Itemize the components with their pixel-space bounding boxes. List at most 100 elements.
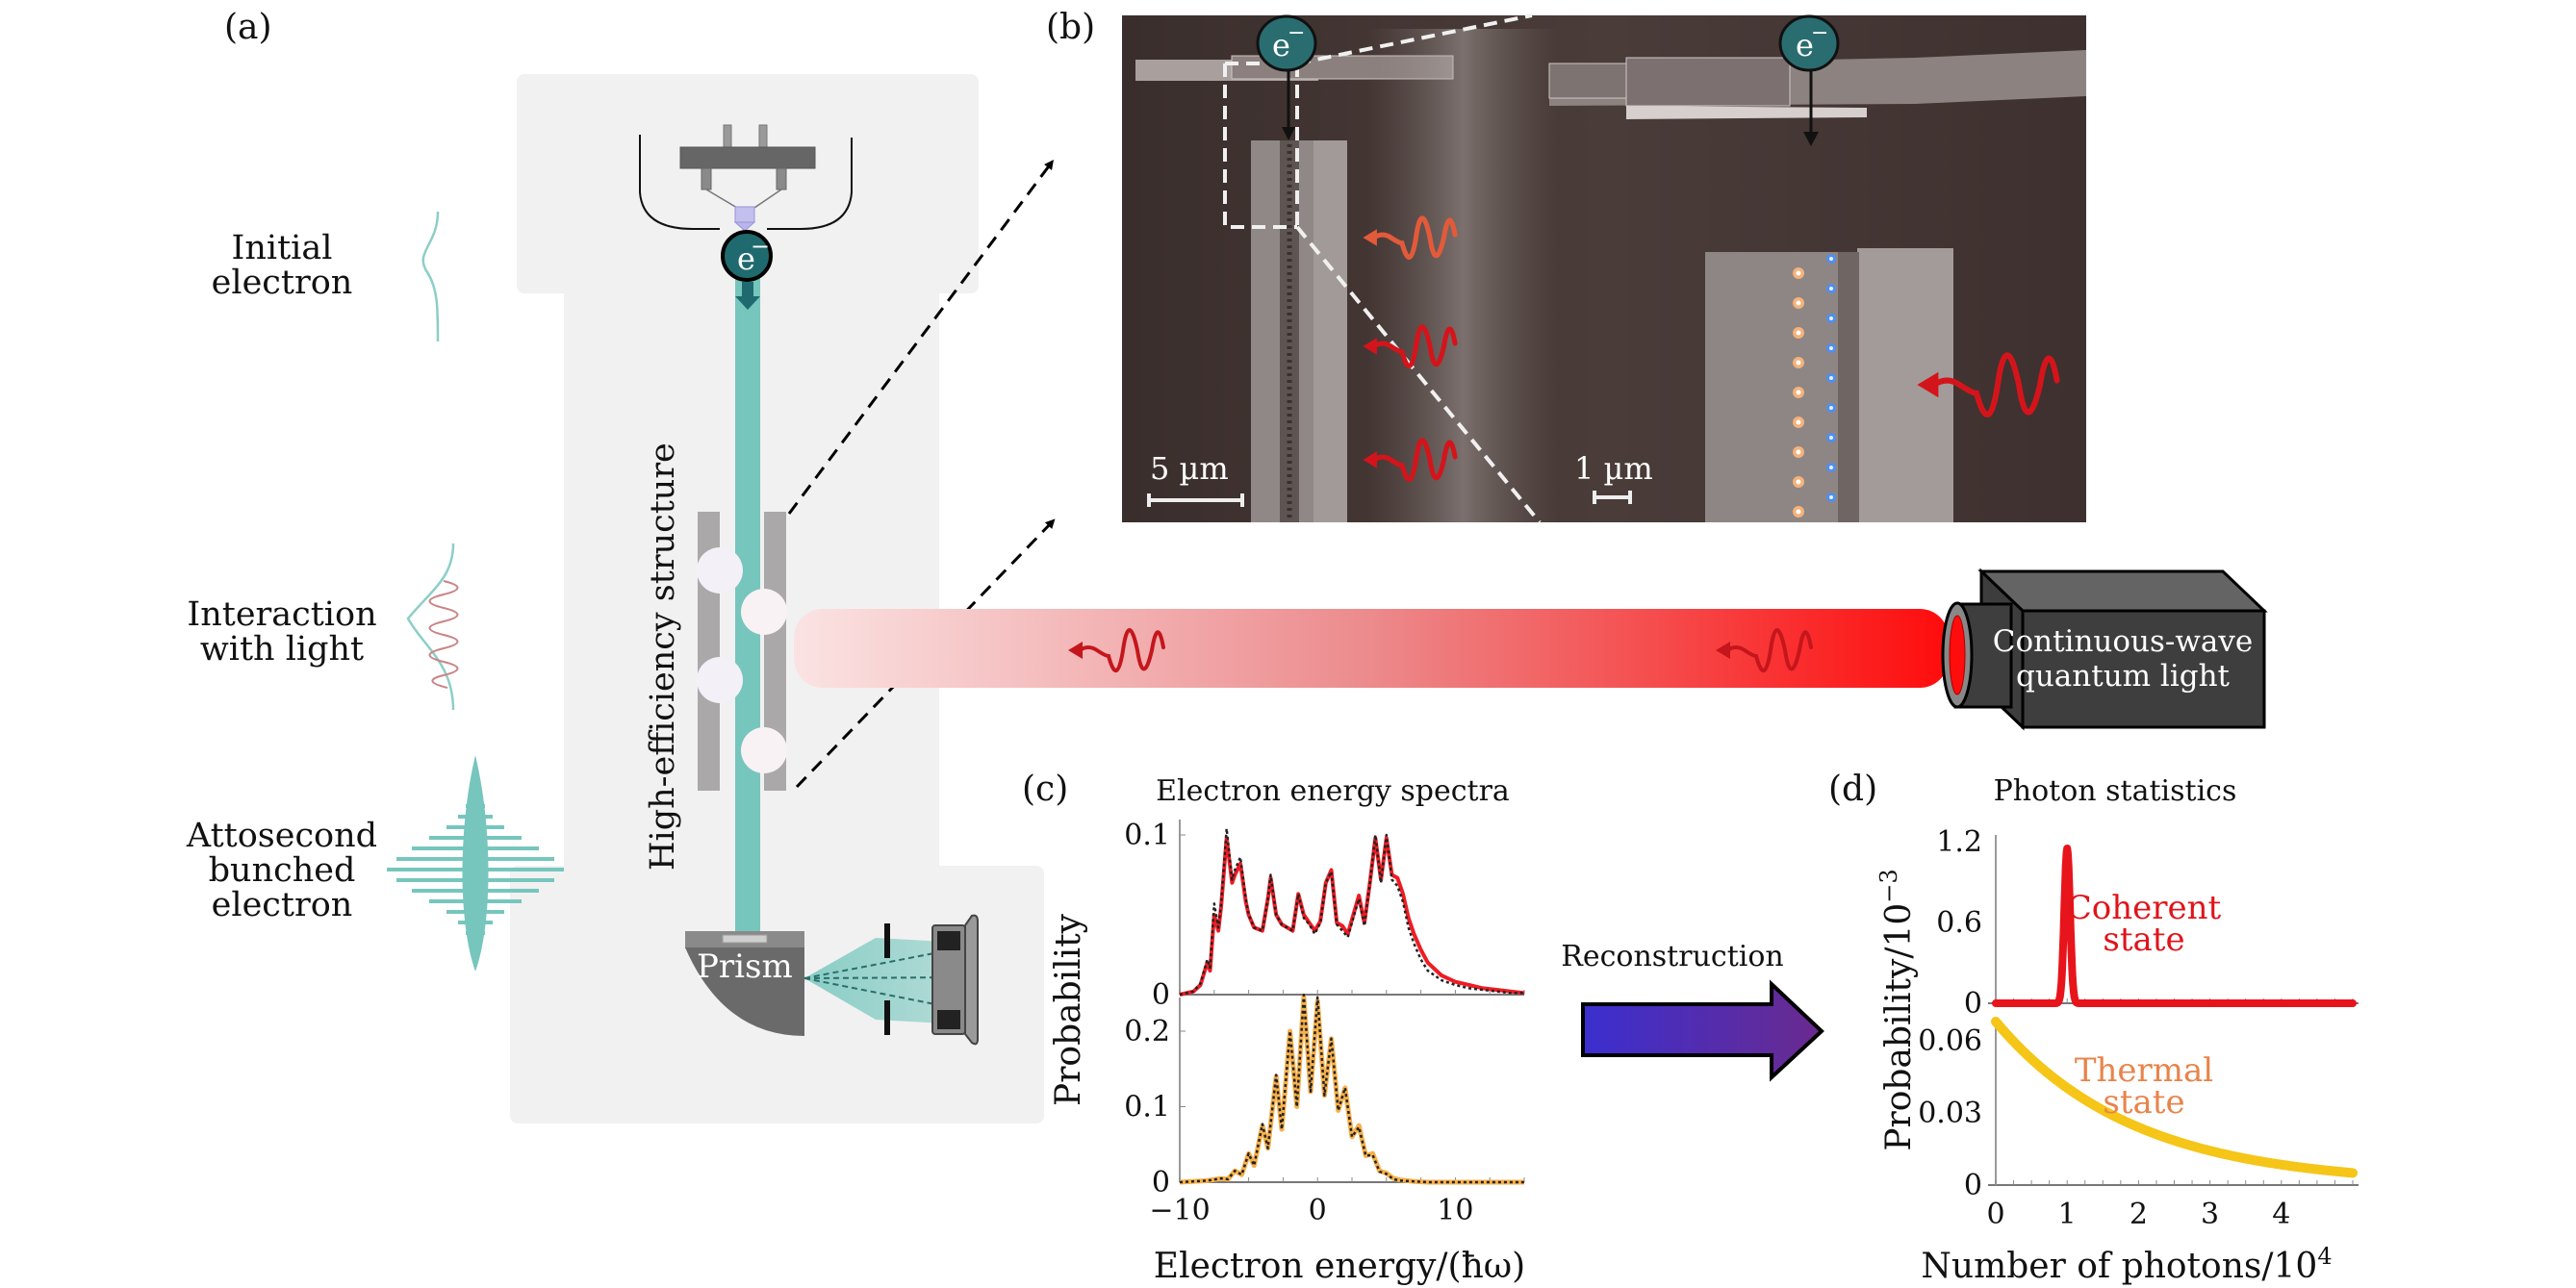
detector	[931, 914, 979, 1046]
svg-text:with light: with light	[200, 630, 364, 669]
sem-wave-icon-head	[1363, 338, 1377, 355]
beam-photon-wave-icons	[1068, 628, 1813, 672]
high-efficiency-structure	[697, 512, 787, 791]
stage-initial-electron: Initial electron	[212, 211, 440, 342]
stage-interaction-with-light: Interaction with light	[187, 543, 459, 711]
subplot-coherent-spectrum: 00.1	[1124, 819, 1525, 1012]
modulated-wavepacket-icon	[406, 543, 455, 711]
orange-dot-core	[1796, 330, 1801, 336]
sem-electron-left: e −	[1256, 14, 1317, 140]
sem-wave-icon-head	[1363, 229, 1377, 246]
orange-dot-core	[1796, 479, 1801, 485]
x-tick-label: −10	[1149, 1194, 1210, 1227]
svg-text:5 µm: 5 µm	[1150, 450, 1229, 487]
chart-c-title: Electron energy spectra	[1156, 774, 1510, 808]
blue-dot-core	[1829, 466, 1833, 469]
x-tick-label: 2	[2130, 1198, 2148, 1231]
coherent-state-label: Coherent	[2067, 889, 2222, 927]
scale-bar-5um: 5 µm	[1147, 450, 1244, 507]
y-tick-label: 0.1	[1124, 819, 1170, 852]
sem-wave-icon-head	[1363, 451, 1377, 468]
series-coherent	[1992, 845, 2357, 1007]
electron-beam	[735, 233, 760, 945]
subplot-coherent-state: 0 0.6 1.2	[1936, 825, 2359, 1021]
svg-text:Number of photons/104: Number of photons/104	[1921, 1243, 2332, 1286]
sem-wave-icon	[1371, 215, 1458, 260]
y-tick-label: 0.03	[1918, 1097, 1982, 1130]
electron-source-marker: e −	[721, 230, 773, 282]
prism	[685, 931, 804, 1036]
panel-a-label: (a)	[224, 8, 272, 47]
gaussian-wavepacket-icon	[421, 211, 440, 342]
blue-dot-core	[1829, 287, 1833, 290]
chart-d-xlabel: Number of photons/104	[1921, 1243, 2332, 1286]
reconstruction-arrow-icon	[1581, 979, 1824, 1082]
source-label-line1: Continuous-wave	[1993, 624, 2254, 659]
chart-d-title: Photon statistics	[1994, 774, 2237, 808]
blue-dot-core	[1829, 346, 1833, 350]
series-measured	[1179, 995, 1524, 1185]
panel-d-label: (d)	[1828, 770, 1877, 809]
svg-text:Attosecond: Attosecond	[186, 817, 377, 855]
subplot-thermal-spectrum: 00.10.2	[1124, 994, 1525, 1200]
svg-text:−: −	[751, 233, 770, 260]
orange-dot-core	[1796, 360, 1801, 366]
svg-text:electron: electron	[212, 264, 353, 302]
x-tick-label: 3	[2201, 1198, 2219, 1231]
prism-label: Prism	[697, 947, 793, 986]
series-measured	[1179, 836, 1525, 997]
blue-dot-core	[1829, 316, 1833, 320]
photon-wave-icon	[1078, 628, 1165, 672]
source-label-line2: quantum light	[2016, 659, 2231, 694]
sem-electron-right: e −	[1778, 14, 1840, 146]
x-tick-label: 10	[1437, 1194, 1473, 1227]
orange-dot-core	[1796, 449, 1801, 455]
blue-dot-core	[1829, 406, 1833, 410]
chart-c-xlabel: Electron energy/(ħω)	[1154, 1247, 1525, 1286]
x-tick-label: 0	[1986, 1198, 2004, 1231]
reconstruction-label: Reconstruction	[1561, 940, 1783, 973]
zoom-arrow-upper	[787, 159, 1054, 515]
scale-bar-1um: 1 µm	[1574, 450, 1653, 504]
sem-wave-icon-head	[1917, 371, 1939, 398]
chart-c-ylabel: Probability	[1049, 913, 1088, 1106]
panel-b-label: (b)	[1046, 8, 1095, 47]
sem-micrograph	[1122, 13, 2086, 524]
sem-photon-wave-icons	[1363, 215, 2060, 482]
svg-text:bunched: bunched	[209, 851, 356, 890]
svg-text:Initial: Initial	[232, 229, 333, 267]
y-tick-label: 1.2	[1936, 825, 1982, 859]
y-tick-label: 0.06	[1918, 1024, 1982, 1058]
svg-text:−: −	[1288, 21, 1305, 45]
x-tick-label: 1	[2058, 1198, 2077, 1231]
chart-d-ylabel: Probability/10−3	[1875, 869, 1919, 1150]
sem-wave-icon	[1371, 438, 1458, 482]
cw-quantum-light-source	[1941, 568, 2268, 731]
bunch-dots	[1793, 254, 1836, 518]
y-tick-label: 0.6	[1936, 906, 1982, 940]
series-thermal	[1991, 1017, 2358, 1178]
series-reconstructed	[1179, 994, 1524, 1184]
svg-text:1 µm: 1 µm	[1574, 450, 1653, 487]
blue-dot-core	[1829, 436, 1833, 440]
x-tick-label: 4	[2272, 1198, 2290, 1231]
series-reconstructed	[1179, 827, 1524, 997]
svg-text:e: e	[1796, 27, 1814, 63]
blue-dot-core	[1829, 257, 1833, 261]
blue-dot-core	[1829, 376, 1833, 380]
x-tick-label: 0	[1309, 1194, 1327, 1227]
stage-attosecond-bunched-electron: Attosecond bunched electron	[186, 755, 564, 972]
photon-wave-icon-head	[1068, 642, 1083, 659]
beam-direction-arrow-icon	[735, 282, 760, 310]
svg-text:electron: electron	[212, 886, 353, 924]
y-tick-label: 0	[1152, 978, 1170, 1012]
photon-wave-icon	[1725, 628, 1813, 672]
photon-wave-icon-head	[1716, 642, 1730, 659]
orange-dot-core	[1796, 270, 1801, 276]
y-tick-label: 0	[1964, 987, 1982, 1021]
orange-dot-core	[1796, 300, 1801, 306]
sem-wave-icon	[1931, 352, 2060, 417]
